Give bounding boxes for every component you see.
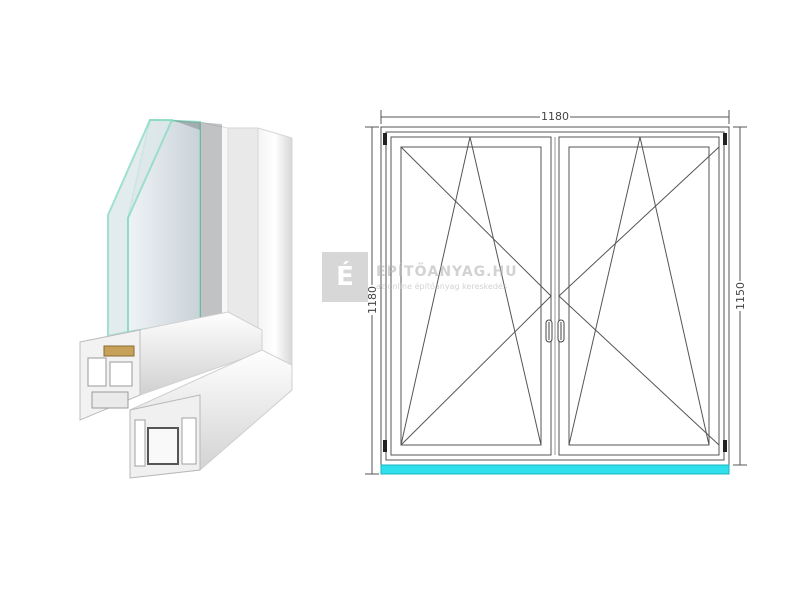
dim-left-label-bg [366, 285, 378, 315]
frame-chamber-left [134, 419, 146, 467]
watermark-text: ÉPÍTŐANYAG.HU az online építőanyag keres… [376, 264, 518, 291]
right-sash-glass [568, 146, 710, 446]
frame-steel-chamber [147, 427, 179, 465]
right-sash [558, 136, 720, 456]
dimension-label-top-width: 1180 [541, 110, 569, 123]
left-turn-indicator [400, 146, 552, 446]
outer-frame-inner [385, 131, 725, 461]
sash-chamber-2 [109, 361, 133, 387]
left-sash-glass [400, 146, 542, 446]
glazing-spacer [103, 345, 135, 357]
sash-chamber-1 [87, 357, 107, 387]
right-turn-indicator [558, 146, 720, 446]
hinge-top-left [383, 133, 387, 145]
window-sill [380, 464, 730, 475]
watermark-tagline: az online építőanyag kereskedés [376, 281, 507, 291]
glass-spacer-shadow [172, 120, 222, 320]
window-technical-drawing [365, 110, 747, 475]
hinge-bottom-right [723, 440, 727, 452]
watermark: É ÉPÍTŐANYAG.HU az online építőanyag ker… [322, 251, 532, 303]
frame-vertical [257, 127, 293, 366]
window-profile-section [79, 118, 293, 479]
dim-right-label-bg [734, 281, 746, 311]
dim-top-label-bg [540, 110, 570, 122]
watermark-logo: É [322, 252, 368, 302]
left-handle [545, 319, 553, 343]
hinge-top-right [723, 133, 727, 145]
right-tilt-indicator [568, 136, 710, 446]
sash-chamber-3 [91, 391, 129, 409]
frame-chamber-right [181, 417, 197, 465]
hinge-bottom-left [383, 440, 387, 452]
dimension-label-right-height: 1150 [734, 282, 747, 310]
left-tilt-indicator [400, 136, 542, 446]
right-handle [557, 319, 565, 343]
watermark-brand: ÉPÍTŐANYAG.HU [376, 263, 518, 280]
dimension-label-left-height: 1180 [366, 286, 379, 314]
